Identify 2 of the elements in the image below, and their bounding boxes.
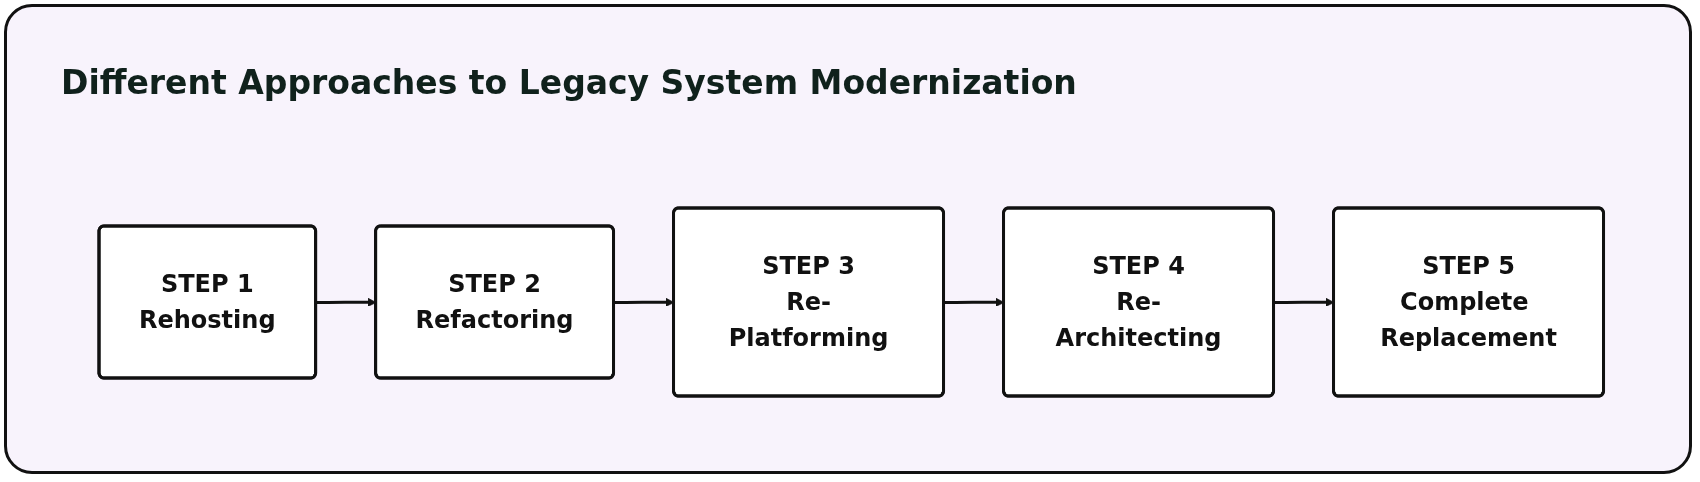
card-background: Different Approaches to Legacy System Modernization STEP 1 Rehosting STEP 2 Refactoring STEP 3 Re-Platforming STEP 4 Re-Architecting STEP 5 Complete Replacement bbox=[4, 4, 1692, 474]
diagram-title: Different Approaches to Legacy System Modernization bbox=[61, 63, 1077, 102]
